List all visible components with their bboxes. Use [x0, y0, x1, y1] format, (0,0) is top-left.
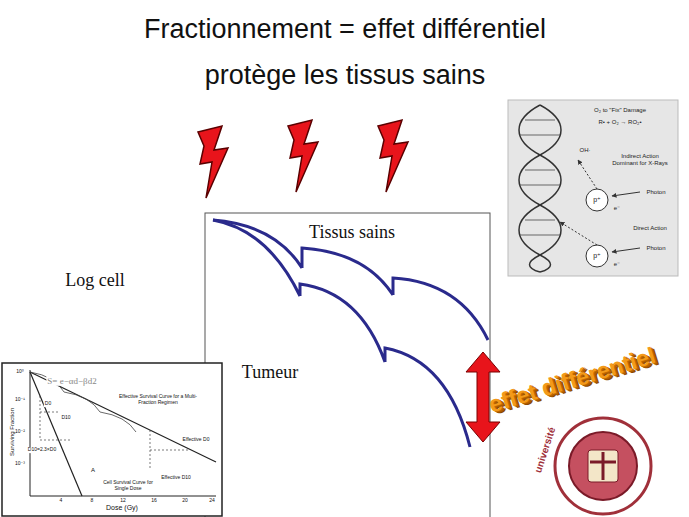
- tick-label: 4: [60, 498, 63, 504]
- proton-circle: [586, 245, 608, 267]
- dna-strand: [519, 105, 561, 272]
- tick-label: 10⁻¹: [15, 397, 25, 403]
- dna-note: R• + O₂ → RO₂•: [598, 119, 641, 126]
- faculty-logo: [555, 418, 651, 514]
- dna-rung: [525, 120, 555, 121]
- tick-label: 24: [209, 498, 215, 504]
- curve-label: Tumeur: [242, 362, 298, 383]
- photon-path: [560, 222, 597, 245]
- logo-crest: [588, 450, 618, 482]
- x-axis: [30, 496, 216, 497]
- dna-rungs: [520, 120, 560, 235]
- dna-rung: [520, 235, 560, 236]
- tick-label: 16: [151, 498, 157, 504]
- axis-label: Surviving Fraction: [9, 408, 16, 456]
- effective-line: [30, 372, 216, 462]
- proton-circle: [586, 189, 608, 211]
- chart-note: D0: [44, 401, 52, 407]
- dna-note: Indirect Action Dominant for X-Rays: [610, 153, 670, 167]
- tumour-curve: [213, 220, 470, 447]
- logo-cross: [602, 452, 605, 480]
- photon-ray: [612, 248, 640, 252]
- tick-label: 12: [120, 498, 126, 504]
- dna-note: O₂ to "Fix" Damage: [594, 107, 646, 114]
- logo-cross: [590, 461, 616, 464]
- slide-title: Fractionnement = effet différentiel prot…: [115, 6, 575, 98]
- y-axis: [30, 370, 31, 496]
- logo-seal: [569, 432, 637, 500]
- chart-note: Effective Survival Curve for a Multi-Fra…: [117, 394, 199, 406]
- dna-note: Photon: [646, 245, 665, 252]
- particle-label: p⁺: [593, 252, 601, 260]
- effect-banner: effet différentiel: [486, 342, 659, 418]
- dna-strand: [519, 105, 561, 272]
- survival-chart: [2, 363, 222, 516]
- particle-label: p⁺: [593, 196, 601, 204]
- dna-rung: [525, 220, 555, 221]
- photon-path: [578, 160, 597, 189]
- dna-note: Direct Action: [633, 225, 667, 232]
- curve-letter: A: [90, 467, 96, 474]
- dna-background: [508, 100, 678, 276]
- chart-note: D10: [60, 415, 71, 421]
- tick-label: 8: [91, 498, 94, 504]
- tick-label: 10⁻³: [15, 461, 25, 467]
- dna-note: Photon: [646, 189, 665, 196]
- dna-note: e⁻: [614, 205, 621, 212]
- dna-rung: [520, 135, 560, 136]
- chart-frame: [2, 363, 222, 516]
- dna-note: OH·: [580, 147, 591, 154]
- lightning-bolt: [288, 120, 318, 192]
- chart-note: Effective D0: [182, 437, 211, 443]
- dna-rung: [525, 170, 555, 171]
- chart-note: Effective D10: [160, 475, 192, 481]
- tick-label: 20: [182, 498, 188, 504]
- single-dose-line: [30, 372, 82, 496]
- axis-label: Log cell: [65, 270, 124, 291]
- lightning-bolt: [378, 120, 408, 192]
- chart-note: D10=2.3×D0: [27, 447, 57, 453]
- dna-note: e⁻: [614, 261, 621, 268]
- dotted-guides: [40, 396, 190, 470]
- radiation-bolts: [198, 120, 408, 198]
- tick-label: 10⁰: [16, 369, 24, 375]
- tick-label: 10⁻²: [15, 429, 25, 435]
- logo-ring: [555, 418, 651, 514]
- photon-ray: [612, 192, 640, 196]
- dna-picture: [508, 100, 678, 276]
- chart-note: Cell Survival Curve for Single Dose: [97, 480, 159, 492]
- dna-rung: [520, 185, 560, 186]
- survival-frame: [205, 213, 490, 517]
- lightning-bolt: [198, 126, 228, 198]
- formula: S= e−αd−βd2: [46, 376, 97, 386]
- axis-label: Dose (Gy): [106, 504, 138, 512]
- curve-label: Tissus sains: [309, 222, 395, 243]
